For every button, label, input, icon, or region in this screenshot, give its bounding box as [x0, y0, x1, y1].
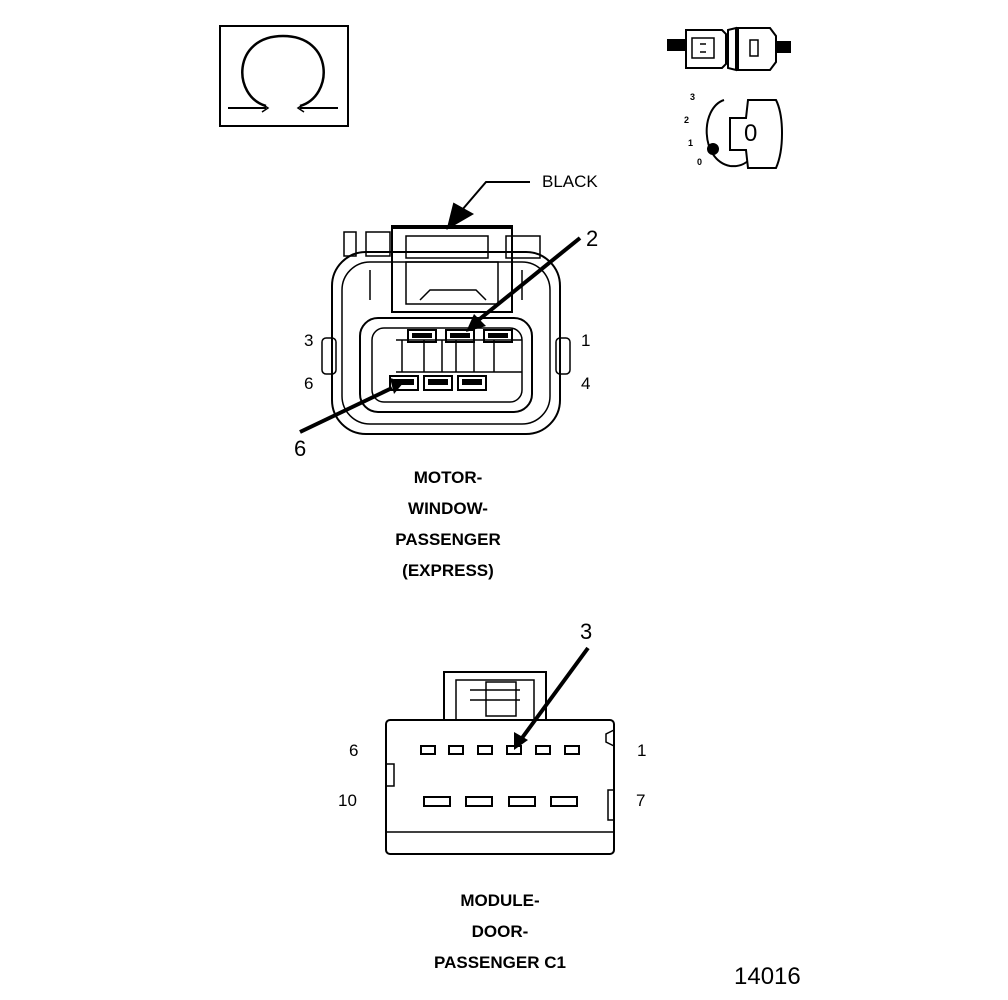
connector2-name-line1: MODULE- — [460, 891, 540, 910]
pin-label-4: 4 — [581, 374, 591, 393]
callout-3: 3 — [580, 619, 593, 644]
ignition-key-icon — [705, 99, 783, 169]
pin-label-1: 1 — [581, 331, 591, 350]
connector1-name-line1: MOTOR- — [413, 468, 483, 487]
callout-6: 6 — [294, 436, 307, 461]
connector1-name-line4: (EXPRESS) — [402, 561, 494, 580]
pin-label-6: 6 — [304, 374, 314, 393]
connector1-name-line3: PASSENGER — [395, 530, 501, 549]
connector1-name-line2: WINDOW- — [408, 499, 488, 518]
c1-pin-label-7: 7 — [636, 791, 646, 810]
callout-arrow-pin-2 — [466, 236, 582, 332]
callout-2: 2 — [586, 226, 599, 251]
callout-arrow-pin-6 — [299, 378, 404, 434]
disconnect-connector-icon — [667, 26, 791, 72]
pin-label-3: 3 — [304, 331, 314, 350]
ignition-key-label: 0 — [744, 120, 758, 147]
ignition-position-2: 2 — [684, 115, 690, 125]
figure-number: 14016 — [734, 963, 801, 990]
door-module-connector-face — [385, 671, 615, 855]
c1-pin-label-10: 10 — [338, 791, 357, 810]
ignition-position-1: 1 — [688, 138, 694, 148]
c1-pin-label-6: 6 — [349, 741, 359, 760]
ignition-position-0: 0 — [697, 157, 703, 167]
black-color-leader — [446, 181, 530, 231]
callout-arrow-pin-3 — [514, 646, 590, 750]
connector2-name-line2: DOOR- — [471, 922, 529, 941]
c1-pin-label-1: 1 — [637, 741, 647, 760]
ignition-position-3: 3 — [690, 92, 696, 102]
connector2-name-line3: PASSENGER C1 — [434, 953, 566, 972]
black-color-label: BLACK — [542, 172, 598, 191]
ohm-symbol-icon — [219, 25, 349, 127]
